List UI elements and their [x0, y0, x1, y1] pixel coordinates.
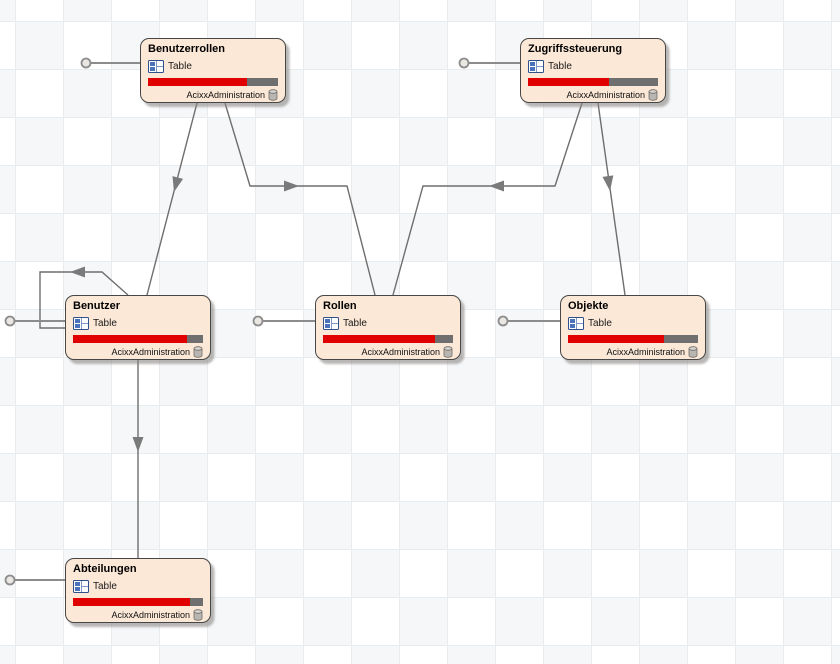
table-icon: [73, 579, 89, 593]
database-icon: [443, 345, 453, 358]
connector-zugriffssteuerung-rollen[interactable]: [392, 102, 583, 296]
entity-type-row: Table: [148, 59, 278, 73]
usage-bar: [148, 78, 278, 86]
anchor-zugriffssteuerung[interactable]: [458, 57, 521, 69]
connector-benutzerrollen-rollen[interactable]: [224, 102, 376, 296]
table-icon: [568, 316, 584, 330]
entity-title: Zugriffssteuerung: [528, 43, 623, 55]
table-icon: [528, 59, 544, 73]
entity-type-row: Table: [568, 316, 698, 330]
entity-type-label: Table: [93, 580, 117, 592]
entity-footer: AcixxAdministration: [73, 345, 203, 358]
usage-bar: [323, 335, 453, 343]
arrowhead-icon: [132, 437, 144, 452]
entity-type-label: Table: [343, 317, 367, 329]
entity-footer: AcixxAdministration: [323, 345, 453, 358]
entity-footer: AcixxAdministration: [568, 345, 698, 358]
entity-type-label: Table: [93, 317, 117, 329]
entity-type-row: Table: [528, 59, 658, 73]
connector-benutzer-selfloop[interactable]: [39, 266, 129, 329]
entity-footer-label: AcixxAdministration: [606, 346, 685, 357]
entity-footer-label: AcixxAdministration: [361, 346, 440, 357]
entity-zugriffssteuerung[interactable]: Zugriffssteuerung Table AcixxAdministrat…: [520, 38, 666, 103]
database-icon: [193, 345, 203, 358]
database-icon: [268, 88, 278, 101]
entity-footer: AcixxAdministration: [528, 88, 658, 101]
connection-anchor-circle[interactable]: [252, 315, 264, 327]
anchor-benutzerrollen[interactable]: [80, 57, 141, 69]
entity-abteilungen[interactable]: Abteilungen Table AcixxAdministration: [65, 558, 211, 623]
arrowhead-icon: [70, 266, 85, 278]
table-icon: [73, 316, 89, 330]
connection-anchor-circle[interactable]: [80, 57, 92, 69]
entity-footer-label: AcixxAdministration: [566, 89, 645, 100]
entity-objekte[interactable]: Objekte Table AcixxAdministration: [560, 295, 706, 360]
entity-rollen[interactable]: Rollen Table AcixxAdministration: [315, 295, 461, 360]
table-icon: [323, 316, 339, 330]
entity-title: Abteilungen: [73, 563, 137, 575]
connector-line[interactable]: [39, 271, 129, 329]
entity-type-row: Table: [73, 579, 203, 593]
entity-type-row: Table: [73, 316, 203, 330]
usage-bar: [73, 335, 203, 343]
entity-benutzerrollen[interactable]: Benutzerrollen Table AcixxAdministration: [140, 38, 286, 103]
anchor-benutzer[interactable]: [4, 315, 66, 327]
arrowhead-icon: [284, 180, 299, 192]
entity-title: Rollen: [323, 300, 357, 312]
entity-footer-label: AcixxAdministration: [111, 346, 190, 357]
anchor-objekte[interactable]: [497, 315, 561, 327]
connector-benutzer-abteilungen[interactable]: [132, 360, 144, 558]
entity-type-label: Table: [588, 317, 612, 329]
connection-anchor-circle[interactable]: [4, 315, 16, 327]
anchor-abteilungen[interactable]: [4, 574, 66, 586]
entity-title: Objekte: [568, 300, 609, 312]
entity-footer-label: AcixxAdministration: [111, 609, 190, 620]
database-icon: [688, 345, 698, 358]
connector-line[interactable]: [597, 102, 626, 296]
connector-line[interactable]: [392, 102, 583, 296]
database-icon: [193, 608, 203, 621]
usage-bar-fill: [528, 78, 609, 86]
connection-anchor-circle[interactable]: [4, 574, 16, 586]
connection-anchor-circle[interactable]: [497, 315, 509, 327]
connector-zugriffssteuerung-objekte[interactable]: [597, 102, 626, 296]
connector-benutzerrollen-benutzer[interactable]: [146, 102, 198, 296]
usage-bar-fill: [73, 335, 188, 343]
connection-anchor-circle[interactable]: [458, 57, 470, 69]
usage-bar-fill: [323, 335, 435, 343]
usage-bar-fill: [568, 335, 665, 343]
connector-line[interactable]: [146, 102, 198, 296]
entity-type-label: Table: [548, 60, 572, 72]
entity-footer: AcixxAdministration: [148, 88, 278, 101]
arrowhead-icon: [489, 180, 504, 192]
entity-type-row: Table: [323, 316, 453, 330]
entity-title: Benutzer: [73, 300, 121, 312]
entity-type-label: Table: [168, 60, 192, 72]
usage-bar-fill: [73, 598, 190, 606]
usage-bar: [528, 78, 658, 86]
usage-bar: [73, 598, 203, 606]
entity-footer-label: AcixxAdministration: [186, 89, 265, 100]
connector-line[interactable]: [224, 102, 376, 296]
anchor-rollen[interactable]: [252, 315, 316, 327]
usage-bar: [568, 335, 698, 343]
entity-benutzer[interactable]: Benutzer Table AcixxAdministration: [65, 295, 211, 360]
table-icon: [148, 59, 164, 73]
usage-bar-fill: [148, 78, 247, 86]
entity-title: Benutzerrollen: [148, 43, 226, 55]
entity-footer: AcixxAdministration: [73, 608, 203, 621]
arrowhead-icon: [172, 176, 184, 192]
database-icon: [648, 88, 658, 101]
arrowhead-icon: [602, 175, 614, 191]
